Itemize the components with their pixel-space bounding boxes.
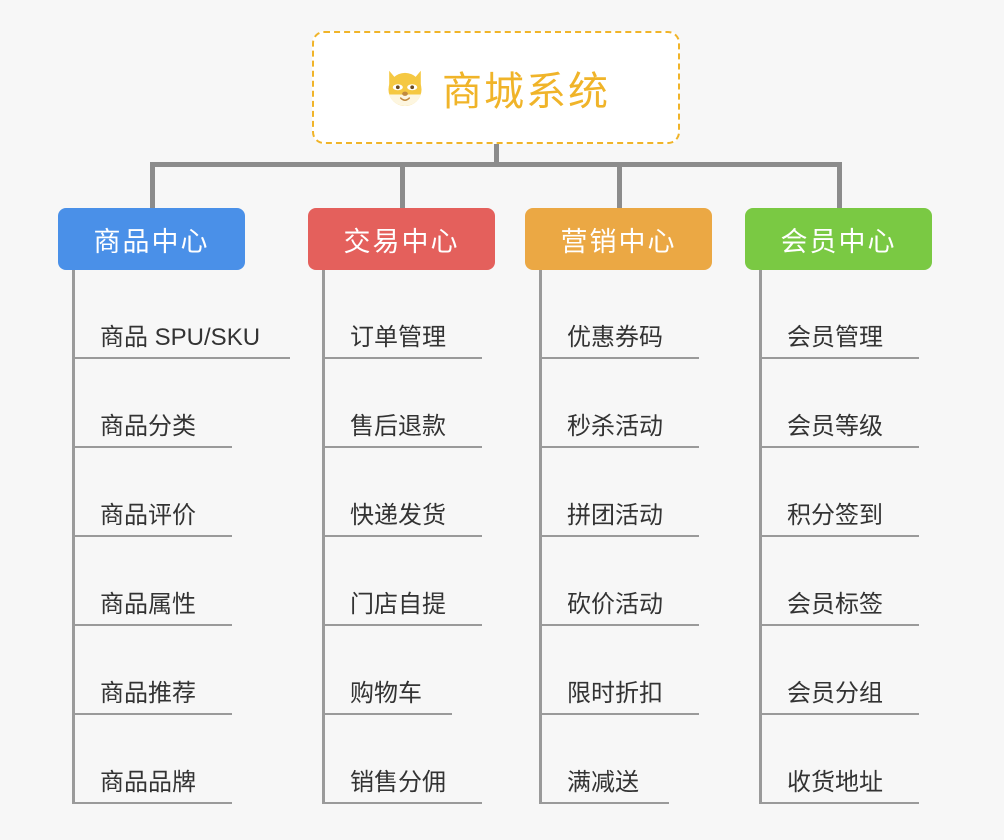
leaf-item[interactable]: 订单管理 <box>322 270 482 359</box>
leaf-item[interactable]: 快递发货 <box>322 448 482 537</box>
connector-root-stem <box>494 144 499 167</box>
leaf-label: 优惠券码 <box>567 323 663 351</box>
leaf-label: 收货地址 <box>787 768 883 796</box>
leaf-item[interactable]: 收货地址 <box>759 715 919 804</box>
leaf-label: 购物车 <box>350 679 422 707</box>
branch-商品中心: 商品中心 商品 SPU/SKU 商品分类 商品评价 商品属性 商品推荐 商品品牌 <box>58 208 290 804</box>
leaf-label: 积分签到 <box>787 501 883 529</box>
connector-drop-3 <box>617 162 622 209</box>
root-title: 商城系统 <box>442 69 610 114</box>
connector-drop-4 <box>837 162 842 209</box>
leaf-label: 砍价活动 <box>567 590 663 618</box>
leaf-list-3: 优惠券码 秒杀活动 拼团活动 砍价活动 限时折扣 满减送 <box>539 270 699 804</box>
connector-horizontal-bar <box>150 162 842 167</box>
branch-trunk-2 <box>322 270 325 804</box>
leaf-label: 商品品牌 <box>100 768 196 796</box>
leaf-label: 售后退款 <box>350 412 446 440</box>
branch-header-2[interactable]: 交易中心 <box>308 208 495 270</box>
leaf-item[interactable]: 会员等级 <box>759 359 919 448</box>
leaf-item[interactable]: 会员标签 <box>759 537 919 626</box>
leaf-label: 会员等级 <box>787 412 883 440</box>
leaf-item[interactable]: 优惠券码 <box>539 270 699 359</box>
leaf-label: 商品分类 <box>100 412 196 440</box>
leaf-label: 会员分组 <box>787 679 883 707</box>
branch-trunk-3 <box>539 270 542 804</box>
leaf-label: 商品评价 <box>100 501 196 529</box>
leaf-item[interactable]: 商品品牌 <box>72 715 232 804</box>
leaf-item[interactable]: 商品分类 <box>72 359 232 448</box>
leaf-item[interactable]: 销售分佣 <box>322 715 482 804</box>
branch-title-2: 交易中心 <box>343 226 460 257</box>
branch-营销中心: 营销中心 优惠券码 秒杀活动 拼团活动 砍价活动 限时折扣 满减送 <box>525 208 712 804</box>
leaf-label: 商品 SPU/SKU <box>100 323 261 351</box>
leaf-label: 门店自提 <box>350 590 446 618</box>
leaf-item[interactable]: 砍价活动 <box>539 537 699 626</box>
leaf-item[interactable]: 拼团活动 <box>539 448 699 537</box>
leaf-label: 销售分佣 <box>350 768 446 796</box>
leaf-label: 限时折扣 <box>567 679 663 707</box>
leaf-label: 快递发货 <box>350 501 446 529</box>
leaf-list-2: 订单管理 售后退款 快递发货 门店自提 购物车 销售分佣 <box>322 270 482 804</box>
leaf-label: 订单管理 <box>350 323 446 351</box>
branch-交易中心: 交易中心 订单管理 售后退款 快递发货 门店自提 购物车 销售分佣 <box>308 208 495 804</box>
leaf-label: 会员管理 <box>787 323 883 351</box>
leaf-label: 满减送 <box>567 768 639 796</box>
branch-title-1: 商品中心 <box>93 226 210 257</box>
leaf-item[interactable]: 会员分组 <box>759 626 919 715</box>
leaf-label: 商品属性 <box>100 590 196 618</box>
branch-header-4[interactable]: 会员中心 <box>745 208 932 270</box>
leaf-item[interactable]: 商品 SPU/SKU <box>72 270 290 359</box>
branch-trunk-4 <box>759 270 762 804</box>
leaf-item[interactable]: 商品属性 <box>72 537 232 626</box>
branch-header-1[interactable]: 商品中心 <box>58 208 245 270</box>
leaf-item[interactable]: 满减送 <box>539 715 669 804</box>
connector-drop-2 <box>400 162 405 209</box>
leaf-item[interactable]: 商品推荐 <box>72 626 232 715</box>
leaf-list-1: 商品 SPU/SKU 商品分类 商品评价 商品属性 商品推荐 商品品牌 <box>72 270 290 804</box>
leaf-label: 拼团活动 <box>567 501 663 529</box>
leaf-item[interactable]: 秒杀活动 <box>539 359 699 448</box>
leaf-item[interactable]: 会员管理 <box>759 270 919 359</box>
shiba-dog-face-icon <box>382 65 428 111</box>
branch-会员中心: 会员中心 会员管理 会员等级 积分签到 会员标签 会员分组 收货地址 <box>745 208 932 804</box>
leaf-list-4: 会员管理 会员等级 积分签到 会员标签 会员分组 收货地址 <box>759 270 919 804</box>
leaf-label: 秒杀活动 <box>567 412 663 440</box>
branch-title-4: 会员中心 <box>780 226 897 257</box>
leaf-label: 会员标签 <box>787 590 883 618</box>
connector-drop-1 <box>150 162 155 209</box>
leaf-item[interactable]: 购物车 <box>322 626 452 715</box>
leaf-item[interactable]: 门店自提 <box>322 537 482 626</box>
branch-title-3: 营销中心 <box>560 226 677 257</box>
leaf-item[interactable]: 商品评价 <box>72 448 232 537</box>
branch-trunk-1 <box>72 270 75 804</box>
root-node[interactable]: 商城系统 <box>312 31 680 144</box>
branch-header-3[interactable]: 营销中心 <box>525 208 712 270</box>
leaf-item[interactable]: 积分签到 <box>759 448 919 537</box>
leaf-label: 商品推荐 <box>100 679 196 707</box>
leaf-item[interactable]: 售后退款 <box>322 359 482 448</box>
leaf-item[interactable]: 限时折扣 <box>539 626 699 715</box>
